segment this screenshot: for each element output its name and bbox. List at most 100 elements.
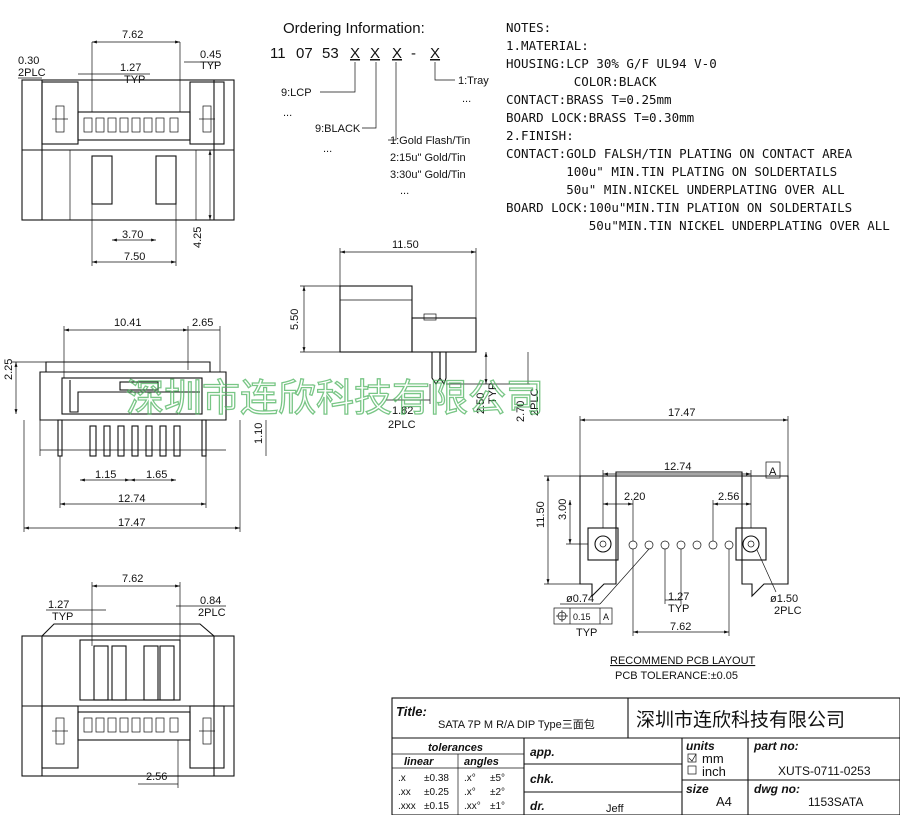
- gdt-tolerance: 0.15: [573, 612, 591, 622]
- code-part-7: -: [411, 45, 416, 62]
- note-line-1: NOTES:: [506, 20, 551, 35]
- dim-pcb-d9: 7.62: [670, 621, 691, 633]
- dim-front-d1: 10.41: [114, 317, 142, 329]
- note-line-9: 100u" MIN.TIN PLATING ON SOLDERTAILS: [506, 164, 837, 179]
- dim-side-d2: 5.50: [289, 309, 301, 330]
- top-view: 7.62 0.30 2PLC 1.27 TYP 0.45 TYP 3.70 7.…: [18, 29, 235, 266]
- note-line-8: CONTACT:GOLD FALSH/TIN PLATING ON CONTAC…: [506, 146, 853, 161]
- code-part-6: X: [392, 45, 402, 62]
- tolerances-label: tolerances: [428, 742, 483, 754]
- dim-front-d7: 12.74: [118, 493, 146, 505]
- option-color: 9:BLACK: [315, 123, 361, 135]
- part-no-value: XUTS-0711-0253: [778, 764, 871, 778]
- angle-key-3: .xx°: [464, 801, 481, 812]
- pcb-layout-title: RECOMMEND PCB LAYOUT: [610, 655, 756, 667]
- dim-bottom-d2: 1.27: [48, 599, 69, 611]
- dim-pcb-d5: 11.50: [535, 501, 547, 528]
- dim-side-d3b: 2PLC: [388, 419, 416, 431]
- angle-val-3: ±1°: [490, 801, 505, 812]
- option-material: 9:LCP: [281, 87, 312, 99]
- dim-top-d2b: 2PLC: [18, 67, 46, 79]
- ordering-title: Ordering Information:: [283, 20, 425, 37]
- pcb-datum: A: [769, 466, 777, 478]
- note-line-5: CONTACT:BRASS T=0.25mm: [506, 92, 672, 107]
- dim-pcb-d10b: 2PLC: [774, 605, 802, 617]
- gdt-typ: TYP: [576, 627, 597, 639]
- linear-key-2: .xx: [398, 787, 411, 798]
- side-view: 11.50 5.50 1.82 2PLC 2.50 TYP 2.70 2PLC: [289, 239, 541, 431]
- front-view: 10.41 2.65 2.25 1.10 1.15 1.65 12.74 17.…: [3, 317, 267, 532]
- dim-front-d8: 17.47: [118, 517, 146, 529]
- dim-side-d4: 2.50: [475, 393, 487, 414]
- option-pack: 1:Tray: [458, 75, 489, 87]
- title-label: Title:: [396, 704, 427, 719]
- notes-block: NOTES: 1.MATERIAL: HOUSING:LCP 30% G/F U…: [506, 20, 890, 233]
- note-line-6: BOARD LOCK:BRASS T=0.30mm: [506, 110, 694, 125]
- dim-front-d5: 1.15: [95, 469, 116, 481]
- angle-key-1: .x°: [464, 773, 476, 784]
- dim-side-d4b: TYP: [487, 383, 499, 404]
- angle-val-2: ±2°: [490, 787, 505, 798]
- title-value: SATA 7P M R/A DIP Type三面包: [438, 718, 595, 731]
- unit-mm: mm: [702, 751, 724, 766]
- code-part-8: X: [430, 45, 440, 62]
- dim-pcb-d1: 17.47: [668, 407, 696, 419]
- dim-top-d4b: TYP: [200, 60, 221, 72]
- unit-mm-checkbox: [687, 753, 697, 763]
- dim-pcb-d2: 12.74: [664, 461, 692, 473]
- dim-pcb-d8b: TYP: [668, 603, 689, 615]
- dim-pcb-d7: ø0.74: [566, 593, 594, 605]
- dr-label: dr.: [530, 799, 545, 813]
- note-line-3: HOUSING:LCP 30% G/F UL94 V-0: [506, 56, 717, 71]
- linear-label: linear: [404, 756, 434, 768]
- dim-pcb-d10: ø1.50: [770, 593, 798, 605]
- note-line-2: 1.MATERIAL:: [506, 38, 589, 53]
- dim-bottom-d3: 0.84: [200, 595, 221, 607]
- code-part-2: 07: [296, 45, 313, 62]
- option-ellipsis-1: ...: [283, 107, 292, 119]
- unit-inch: inch: [702, 764, 726, 779]
- watermark-company: 深圳市连欣科技有限公司: [126, 376, 544, 420]
- linear-key-1: .x: [398, 773, 406, 784]
- pcb-layout: 17.47 12.74 A 2.20 2.56 11.50 3.00 ø0.74…: [535, 407, 802, 682]
- option-plating-1: 1:Gold Flash/Tin: [390, 135, 470, 147]
- pcb-tolerance: PCB TOLERANCE:±0.05: [615, 670, 738, 682]
- size-label: size: [686, 782, 709, 796]
- angle-val-1: ±5°: [490, 773, 505, 784]
- dim-front-d3: 2.25: [3, 359, 15, 380]
- unit-inch-checkbox: [687, 765, 697, 775]
- angle-key-2: .x°: [464, 787, 476, 798]
- code-part-4: X: [350, 45, 360, 62]
- note-line-10: 50u" MIN.NICKEL UNDERPLATING OVER ALL: [506, 182, 845, 197]
- dim-pcb-d3: 2.20: [624, 491, 645, 503]
- part-no-label: part no:: [753, 739, 799, 753]
- company-name: 深圳市连欣科技有限公司: [636, 709, 845, 731]
- dim-pcb-d4: 2.56: [718, 491, 739, 503]
- note-line-11: BOARD LOCK:100u"MIN.TIN PLATION ON SOLDE…: [506, 200, 852, 215]
- dim-bottom-d4: 2.56: [146, 771, 167, 783]
- note-line-7: 2.FINISH:: [506, 128, 574, 143]
- option-ellipsis-4: ...: [462, 93, 471, 105]
- dim-side-d5b: 2PLC: [529, 388, 541, 416]
- dwg-no-value: 1153SATA: [808, 795, 863, 809]
- dim-pcb-d8: 1.27: [668, 591, 689, 603]
- note-line-12: 50u"MIN.TIN NICKEL UNDERPLATING OVER ALL: [506, 218, 890, 233]
- dim-side-d1: 11.50: [392, 239, 419, 251]
- linear-val-1: ±0.38: [424, 773, 449, 784]
- linear-val-3: ±0.15: [424, 801, 449, 812]
- dim-bottom-d3b: 2PLC: [198, 607, 226, 619]
- app-label: app.: [530, 745, 555, 759]
- dim-side-d5: 2.70: [515, 401, 527, 422]
- option-ellipsis-2: ...: [323, 143, 332, 155]
- dim-top-d4: 0.45: [200, 49, 221, 61]
- dwg-no-label: dwg no:: [754, 782, 800, 796]
- dim-front-d2: 2.65: [192, 317, 213, 329]
- dim-top-d5: 3.70: [122, 229, 143, 241]
- gdt-reference: A: [603, 612, 609, 622]
- dim-side-d3: 1.82: [392, 405, 413, 417]
- option-ellipsis-3: ...: [400, 185, 409, 197]
- dim-bottom-d1: 7.62: [122, 573, 143, 585]
- title-block: Title: SATA 7P M R/A DIP Type三面包 深圳市连欣科技…: [391, 697, 900, 815]
- note-line-4: COLOR:BLACK: [506, 74, 657, 89]
